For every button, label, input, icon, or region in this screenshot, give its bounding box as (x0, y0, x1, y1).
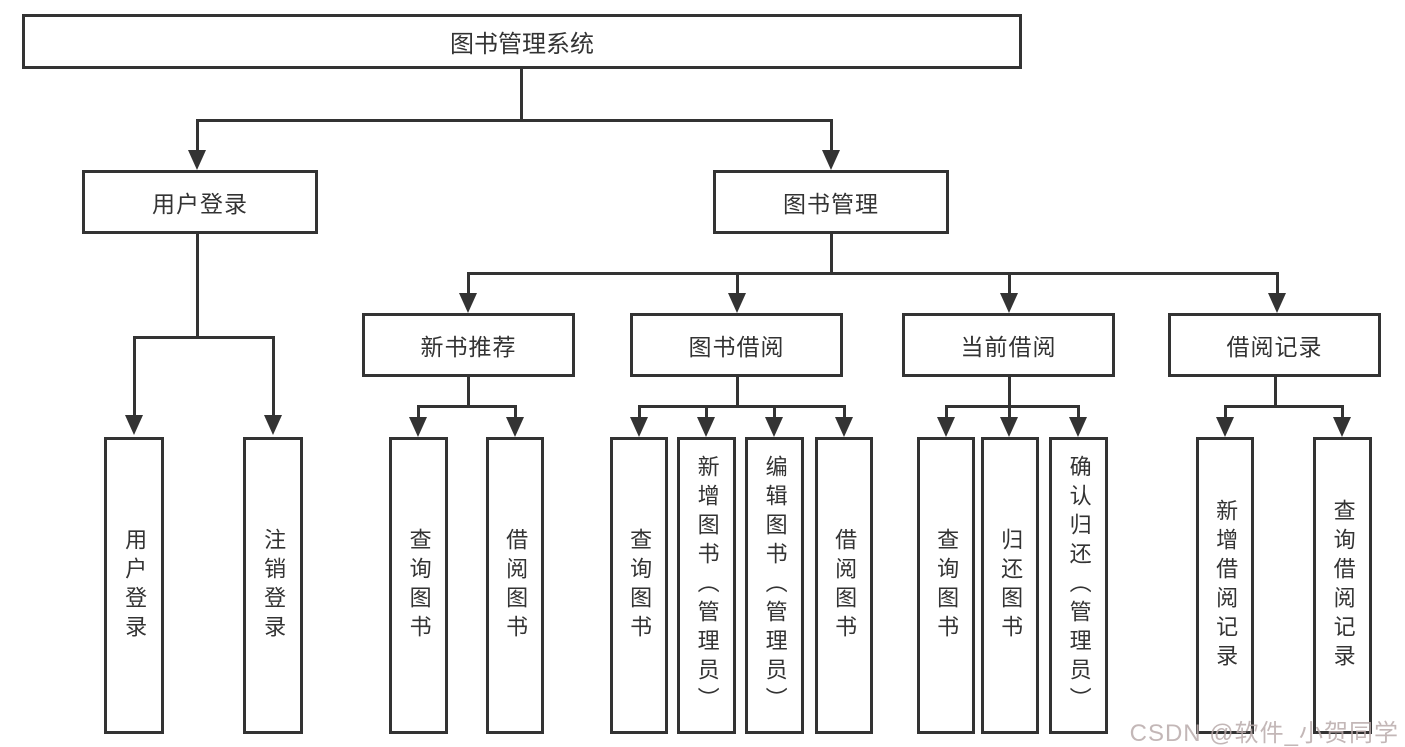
arrow-to-book-borrowing (728, 293, 746, 313)
arrow-to-add-books-admin (697, 417, 715, 437)
arrow-to-book-management (822, 150, 840, 170)
arrow-to-user-login (188, 150, 206, 170)
node-logout-leaf: 注销登录 (243, 437, 303, 734)
node-label: 图书管理 (783, 191, 879, 217)
edge-stem-records-leaf1 (1224, 405, 1227, 419)
edge-stem-current-leaf2 (1008, 405, 1011, 419)
node-return-books: 归还图书 (981, 437, 1039, 734)
leaf-label: 编辑图书（管理员） (762, 455, 788, 716)
node-current-borrowing: 当前借阅 (902, 313, 1115, 377)
edge-records-trunk (1274, 376, 1277, 408)
node-label: 图书管理系统 (450, 31, 594, 58)
edge-root-rail (196, 119, 832, 122)
arrow-to-query-borrow-record (1333, 417, 1351, 437)
edge-current-trunk (1008, 376, 1011, 408)
node-library-management-system: 图书管理系统 (22, 14, 1022, 69)
edge-stem-borrowing-leaf2 (705, 405, 708, 419)
node-add-borrow-record: 新增借阅记录 (1196, 437, 1254, 734)
node-label: 当前借阅 (960, 334, 1057, 360)
node-borrow-books-borrowing: 借阅图书 (815, 437, 873, 734)
edge-user-trunk (196, 233, 199, 339)
arrow-to-current-borrowing (1000, 293, 1018, 313)
edge-stem-book-management (830, 119, 833, 152)
leaf-label: 新增图书（管理员） (694, 455, 720, 716)
edge-stem-borrowing-leaf4 (843, 405, 846, 419)
edge-stem-recommend (467, 272, 470, 296)
arrow-to-new-book-recommend (459, 293, 477, 313)
edge-stem-records (1276, 272, 1279, 296)
node-label: 图书借阅 (688, 334, 785, 360)
arrow-to-return-books (1000, 417, 1018, 437)
edge-mgmt-rail (467, 272, 1279, 275)
edge-stem-current-leaf1 (945, 405, 948, 419)
leaf-label: 归还图书 (998, 527, 1024, 644)
leaf-label: 新增借阅记录 (1213, 498, 1239, 673)
node-label: 借阅记录 (1226, 334, 1323, 360)
node-edit-books-admin: 编辑图书（管理员） (745, 437, 804, 734)
edge-stem-recommend-leaf2 (514, 405, 517, 419)
node-label: 用户登录 (152, 191, 248, 217)
arrow-to-add-borrow-record (1216, 417, 1234, 437)
edge-user-rail (133, 336, 274, 339)
node-user-login-leaf: 用户登录 (104, 437, 164, 734)
node-user-login: 用户登录 (82, 170, 318, 234)
edge-stem-borrowing-leaf3 (773, 405, 776, 419)
leaf-label: 借阅图书 (503, 527, 529, 644)
leaf-label: 用户登录 (122, 527, 148, 644)
arrow-to-borrow-books-recommend (506, 417, 524, 437)
node-book-management: 图书管理 (713, 170, 949, 234)
leaf-label: 注销登录 (261, 527, 287, 644)
edge-records-rail (1224, 405, 1344, 408)
node-query-books-recommend: 查询图书 (389, 437, 448, 734)
node-borrow-books-recommend: 借阅图书 (486, 437, 544, 734)
edge-borrowing-trunk (736, 376, 739, 408)
arrow-to-query-books-borrowing (630, 417, 648, 437)
node-query-borrow-record: 查询借阅记录 (1313, 437, 1372, 734)
arrow-to-borrowing-records (1268, 293, 1286, 313)
node-new-book-recommend: 新书推荐 (362, 313, 575, 377)
edge-recommend-rail (417, 405, 517, 408)
edge-current-rail (945, 405, 1080, 408)
arrow-to-edit-books-admin (765, 417, 783, 437)
node-confirm-return-admin: 确认归还（管理员） (1049, 437, 1108, 734)
edge-borrowing-rail (638, 405, 846, 408)
arrow-to-confirm-return-admin (1069, 417, 1087, 437)
edge-root-trunk (520, 68, 523, 122)
node-book-borrowing: 图书借阅 (630, 313, 843, 377)
edge-stem-borrowing-leaf1 (638, 405, 641, 419)
edge-mgmt-trunk (830, 233, 833, 275)
leaf-label: 查询借阅记录 (1330, 498, 1356, 673)
leaf-label: 确认归还（管理员） (1066, 455, 1092, 716)
node-add-books-admin: 新增图书（管理员） (677, 437, 736, 734)
leaf-label: 查询图书 (627, 527, 653, 644)
edge-stem-user-leaf1 (133, 336, 136, 416)
arrow-to-query-books-current (937, 417, 955, 437)
leaf-label: 借阅图书 (832, 527, 858, 644)
csdn-watermark: CSDN @软件_小贺同学 (1129, 720, 1399, 747)
edge-stem-recommend-leaf1 (417, 405, 420, 419)
node-label: 新书推荐 (420, 334, 517, 360)
edge-stem-current (1008, 272, 1011, 296)
edge-stem-records-leaf2 (1341, 405, 1344, 419)
edge-stem-user-login (196, 119, 199, 152)
arrow-to-borrow-books-borrowing (835, 417, 853, 437)
edge-stem-current-leaf3 (1077, 405, 1080, 419)
arrow-to-user-login-leaf (125, 415, 143, 435)
arrow-to-logout-leaf (264, 415, 282, 435)
edge-stem-user-leaf2 (272, 336, 275, 416)
edge-stem-borrowing (736, 272, 739, 296)
node-borrowing-records: 借阅记录 (1168, 313, 1381, 377)
edge-recommend-trunk (467, 376, 470, 408)
leaf-label: 查询图书 (934, 527, 960, 644)
arrow-to-query-books-recommend (409, 417, 427, 437)
node-query-books-borrowing: 查询图书 (610, 437, 668, 734)
node-query-books-current: 查询图书 (917, 437, 975, 734)
leaf-label: 查询图书 (406, 527, 432, 644)
